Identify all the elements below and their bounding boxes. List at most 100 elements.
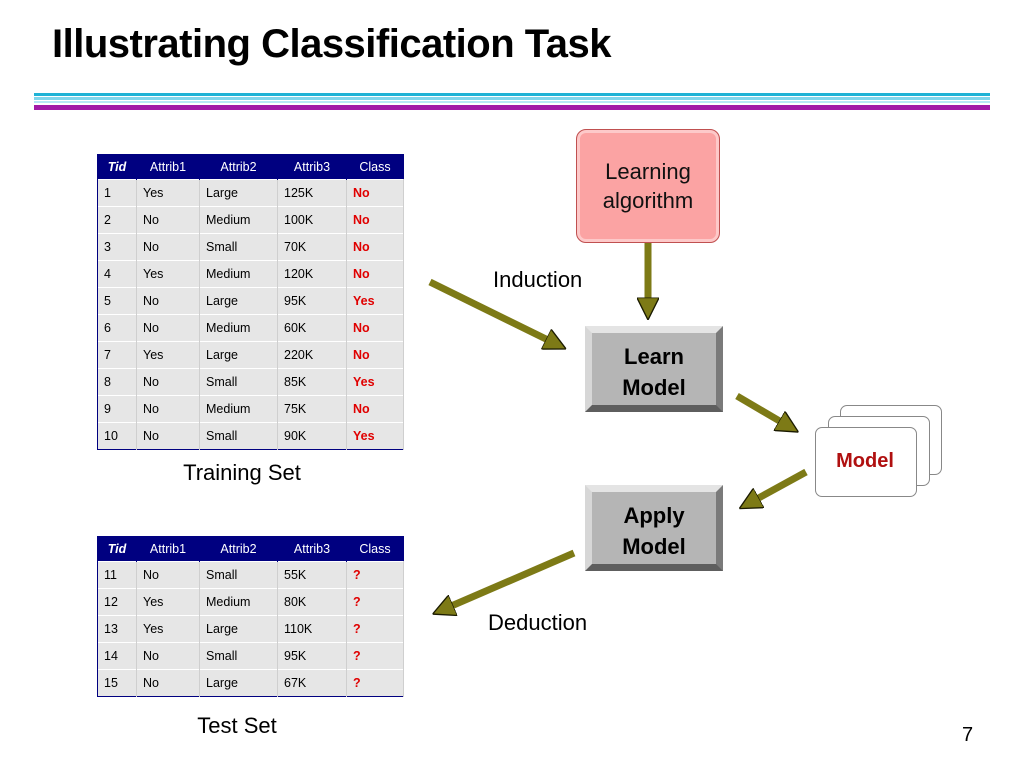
column-header: Tid: [97, 154, 137, 180]
table-cell: No: [346, 395, 404, 423]
table-cell: 14: [97, 642, 137, 670]
table-cell: 110K: [277, 615, 347, 643]
table-cell: Yes: [346, 287, 404, 315]
page-number: 7: [962, 724, 974, 746]
learning-algorithm-label: algorithm: [602, 188, 694, 213]
table-cell: 220K: [277, 341, 347, 369]
table-cell: Small: [199, 422, 278, 450]
column-header: Attrib1: [136, 536, 200, 562]
learning-algorithm-box: Learning algorithm: [576, 129, 720, 243]
table-cell: No: [136, 395, 200, 423]
table-cell: No: [136, 561, 200, 589]
table-cell: No: [136, 422, 200, 450]
table-cell: ?: [346, 669, 404, 697]
table-cell: No: [346, 233, 404, 261]
table-cell: 67K: [277, 669, 347, 697]
table-cell: ?: [346, 588, 404, 616]
table-cell: Medium: [199, 314, 278, 342]
table-cell: Yes: [136, 615, 200, 643]
table-cell: No: [136, 669, 200, 697]
table-cell: 55K: [277, 561, 347, 589]
table-header-row: Tid Attrib1 Attrib2 Attrib3 Class: [97, 154, 404, 180]
table-cell: No: [136, 368, 200, 396]
table-cell: Yes: [346, 422, 404, 450]
column-header: Attrib2: [199, 536, 278, 562]
table-cell: 11: [97, 561, 137, 589]
slide-title: Illustrating Classification Task: [52, 22, 611, 66]
table-cell: 2: [97, 206, 137, 234]
apply-model-label: Apply: [623, 503, 685, 528]
table-cell: 95K: [277, 642, 347, 670]
table-cell: 3: [97, 233, 137, 261]
induction-arrow: [428, 278, 550, 341]
learn-to-model-arrow: [735, 392, 783, 423]
table-cell: ?: [346, 561, 404, 589]
table-cell: No: [346, 179, 404, 207]
model-card-front: [815, 427, 917, 497]
table-cell: Medium: [199, 588, 278, 616]
table-cell: Large: [199, 179, 278, 207]
table-cell: 1: [97, 179, 137, 207]
table-cell: No: [346, 206, 404, 234]
table-cell: 7: [97, 341, 137, 369]
table-cell: Small: [199, 561, 278, 589]
table-cell: Yes: [136, 179, 200, 207]
column-header: Attrib3: [277, 154, 347, 180]
table-cell: 5: [97, 287, 137, 315]
column-header: Attrib1: [136, 154, 200, 180]
table-cell: No: [136, 206, 200, 234]
table-cell: 6: [97, 314, 137, 342]
table-cell: 10: [97, 422, 137, 450]
column-header: Attrib2: [199, 154, 278, 180]
table-cell: 60K: [277, 314, 347, 342]
table-cell: Yes: [136, 341, 200, 369]
table-cell: Medium: [199, 395, 278, 423]
table-cell: 4: [97, 260, 137, 288]
test-set-caption: Test Set: [197, 713, 277, 738]
apply-model-label: Model: [622, 534, 686, 559]
table-cell: 75K: [277, 395, 347, 423]
table-cell: Yes: [346, 368, 404, 396]
table-cell: Large: [199, 287, 278, 315]
title-rule: [34, 97, 990, 100]
table-cell: No: [346, 341, 404, 369]
title-rule: [34, 101, 990, 103]
table-cell: 12: [97, 588, 137, 616]
table-cell: Large: [199, 341, 278, 369]
table-cell: No: [346, 260, 404, 288]
table-cell: No: [136, 233, 200, 261]
table-cell: Small: [199, 233, 278, 261]
table-cell: No: [346, 314, 404, 342]
table-cell: 70K: [277, 233, 347, 261]
table-header-row: Tid Attrib1 Attrib2 Attrib3 Class: [97, 536, 404, 562]
table-cell: 100K: [277, 206, 347, 234]
table-cell: No: [136, 314, 200, 342]
title-rule: [34, 105, 990, 110]
table-cell: ?: [346, 642, 404, 670]
table-cell: Medium: [199, 206, 278, 234]
table-cell: Yes: [136, 260, 200, 288]
learn-model-label: Model: [622, 375, 686, 400]
table-cell: 120K: [277, 260, 347, 288]
table-cell: 9: [97, 395, 137, 423]
title-rule: [34, 93, 990, 96]
training-set-caption: Training Set: [183, 460, 301, 485]
table-cell: Medium: [199, 260, 278, 288]
apply-model-box: Apply Model: [585, 485, 723, 571]
